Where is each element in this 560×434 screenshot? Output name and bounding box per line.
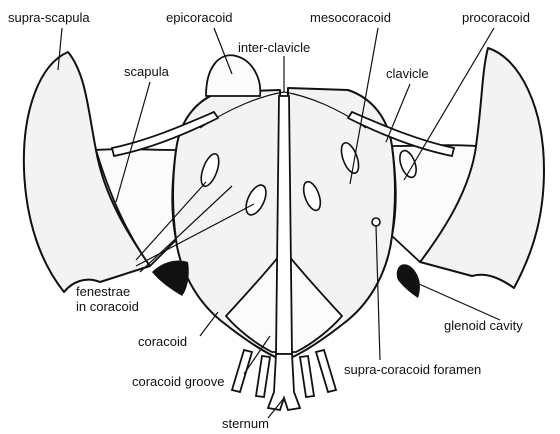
sternum-process-3 <box>300 356 314 397</box>
label-supra-coracoid-foramen: supra-coracoid foramen <box>344 362 481 377</box>
epicoracoid-shape <box>206 55 260 96</box>
label-clavicle: clavicle <box>386 66 429 81</box>
label-mesocoracoid: mesocoracoid <box>310 10 391 25</box>
label-fenestrae-line1: fenestrae <box>76 284 130 299</box>
right-glenoid-cavity <box>397 264 420 298</box>
label-sternum: sternum <box>222 416 269 431</box>
label-epicoracoid: epicoracoid <box>166 10 233 25</box>
inter-clavicle-shape <box>276 96 292 354</box>
label-glenoid-cavity: glenoid cavity <box>444 318 523 333</box>
label-fenestrae-line2: in coracoid <box>76 299 139 314</box>
sternum-process-2 <box>256 356 270 397</box>
label-supra-scapula: supra-scapula <box>8 10 90 25</box>
leader-glenoid <box>410 280 500 320</box>
label-coracoid-groove: coracoid groove <box>132 374 225 389</box>
left-glenoid-cavity <box>152 260 189 296</box>
leader-coracoid <box>200 312 218 336</box>
label-scapula: scapula <box>124 64 170 79</box>
sternum-process-1 <box>232 350 252 392</box>
supra-coracoid-foramen-hole <box>372 218 380 226</box>
label-procoracoid: procoracoid <box>462 10 530 25</box>
label-inter-clavicle: inter-clavicle <box>238 40 310 55</box>
sternum-xiphoid <box>268 354 300 410</box>
sternum-process-4 <box>316 350 336 392</box>
label-coracoid: coracoid <box>138 334 187 349</box>
